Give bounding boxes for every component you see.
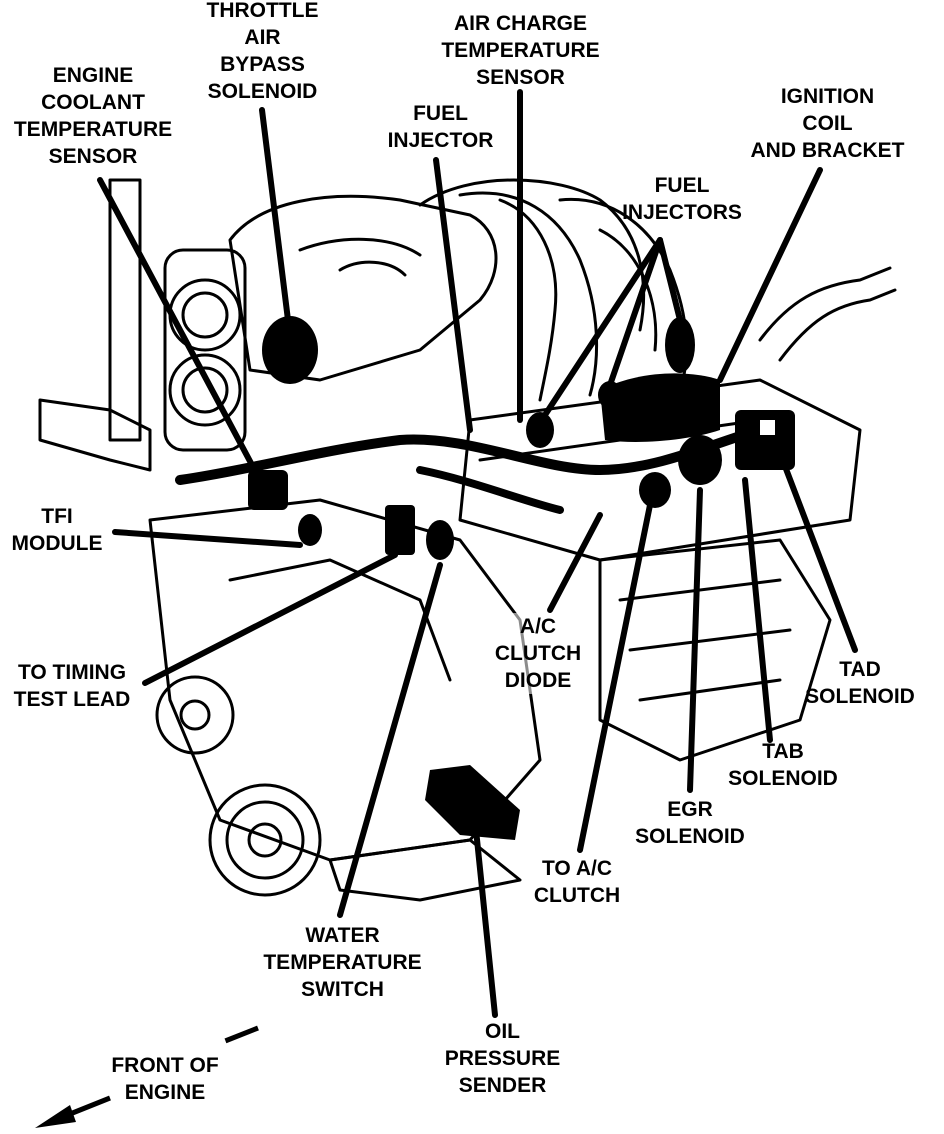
label-ignition-coil-and-bracket: IGNITION COIL AND BRACKET xyxy=(750,85,905,162)
label-egr-solenoid: EGR SOLENOID xyxy=(635,798,745,848)
label-throttle-air-bypass-solenoid: THROTTLE AIR BYPASS SOLENOID xyxy=(206,0,319,103)
label-ac-clutch-diode: A/C CLUTCH DIODE xyxy=(488,613,588,694)
label-tfi-module: TFI MODULE xyxy=(11,505,103,555)
label-fuel-injector: FUEL INJECTOR xyxy=(387,102,494,152)
leader-engine-coolant-temp xyxy=(97,177,263,483)
leader-timing-test-lead xyxy=(142,552,398,686)
label-water-temperature-switch: WATER TEMPERATURE SWITCH xyxy=(263,924,422,1001)
leader-fuel-injector xyxy=(433,157,473,433)
label-engine-coolant-temperature-sensor: ENGINE COOLANT TEMPERATURE SENSOR xyxy=(13,64,173,168)
label-to-timing-test-lead: TO TIMING TEST LEAD xyxy=(13,661,131,711)
leader-tad-solenoid xyxy=(772,437,858,653)
label-tab-solenoid: TAB SOLENOID xyxy=(728,740,838,790)
leader-ignition-coil xyxy=(717,167,823,383)
component-shapes xyxy=(248,316,795,840)
leader-lines xyxy=(97,89,858,1018)
label-oil-pressure-sender: OIL PRESSURE SENDER xyxy=(444,1020,561,1097)
leader-to-ac-clutch xyxy=(577,502,653,853)
leader-fuel-injectors-3 xyxy=(657,237,683,323)
leader-tfi-module xyxy=(112,529,303,548)
leader-egr-solenoid xyxy=(687,487,703,793)
leader-tab-solenoid xyxy=(742,477,773,743)
leader-water-temp-switch xyxy=(337,562,443,918)
label-tad-solenoid: TAD SOLENOID xyxy=(805,658,915,708)
leader-fuel-injectors-2 xyxy=(607,237,663,388)
label-air-charge-temperature-sensor: AIR CHARGE TEMPERATURE SENSOR xyxy=(441,12,600,89)
label-to-ac-clutch: TO A/C CLUTCH xyxy=(533,857,621,907)
leader-oil-pressure-sender xyxy=(472,817,498,1018)
label-front-of-engine: FRONT OF ENGINE xyxy=(111,1054,219,1104)
leader-fuel-injectors-1 xyxy=(542,237,663,418)
leader-throttle-air-bypass xyxy=(259,107,291,323)
label-fuel-injectors: FUEL INJECTORS xyxy=(622,174,742,224)
leader-ac-clutch-diode xyxy=(547,512,603,613)
front-of-engine-arrow xyxy=(35,1025,259,1128)
